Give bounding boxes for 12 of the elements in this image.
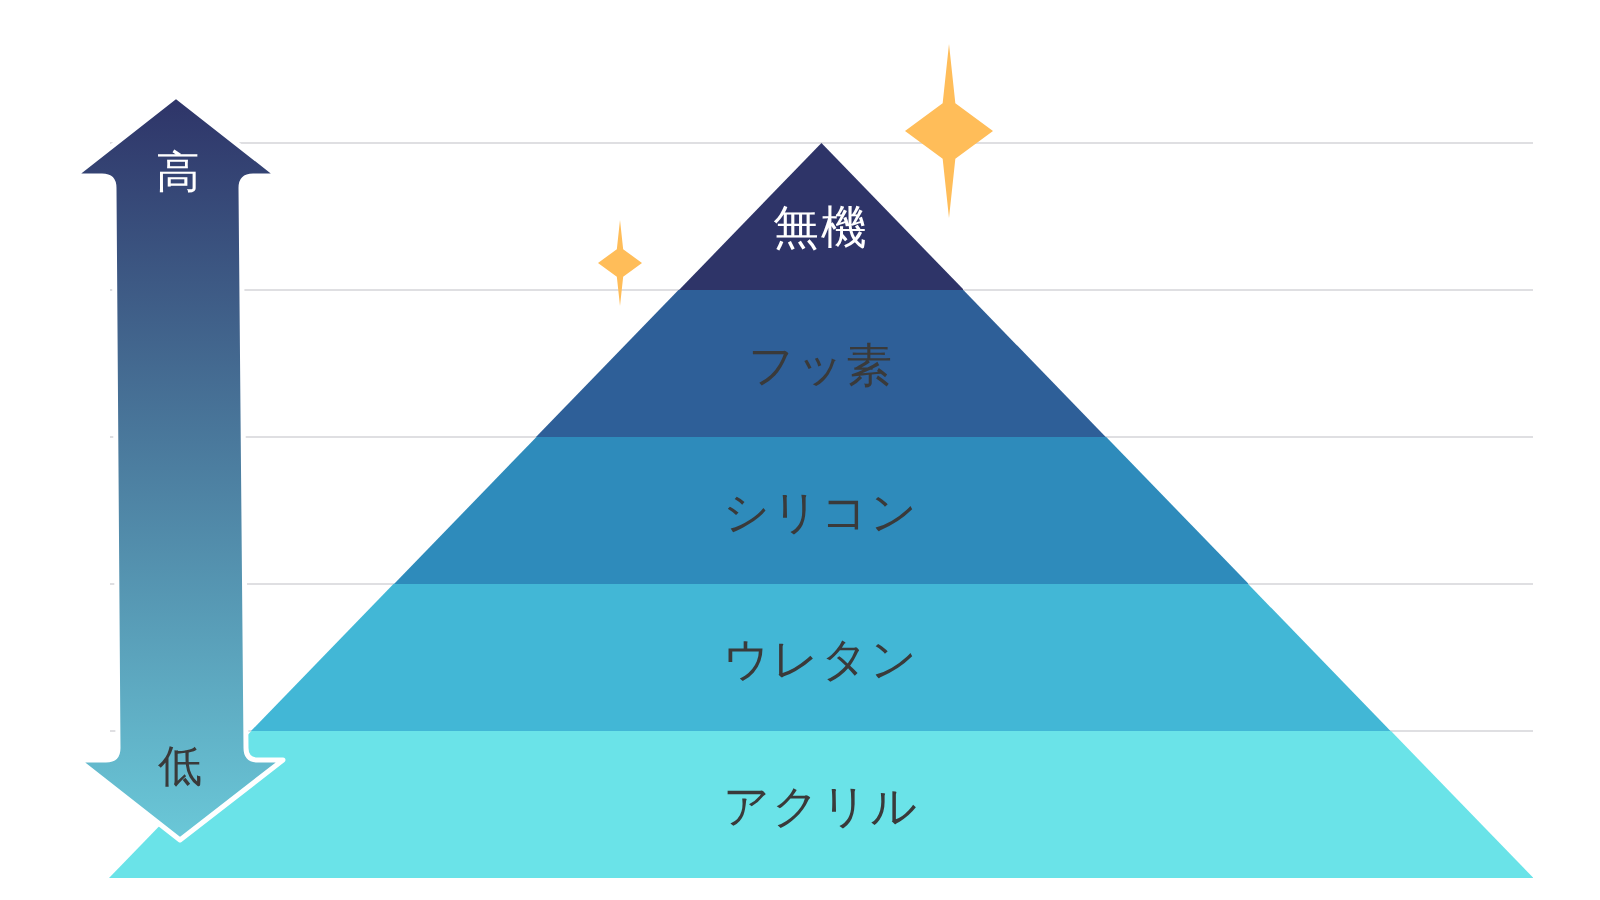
pyramid-tier [393,437,1249,584]
pyramid-tier [536,290,1106,437]
pyramid-tier [108,731,1534,878]
pyramid-tier [678,143,964,290]
tier-label: シリコン [723,484,919,542]
tier-label: フッ素 [748,337,894,395]
scale-label: 高 [156,144,200,199]
tier-label: 無機 [773,199,869,257]
tier-label: ウレタン [723,631,919,689]
pyramid-tier [251,584,1391,731]
tier-label: アクリル [723,778,919,836]
scale-label: 低 [158,738,202,793]
